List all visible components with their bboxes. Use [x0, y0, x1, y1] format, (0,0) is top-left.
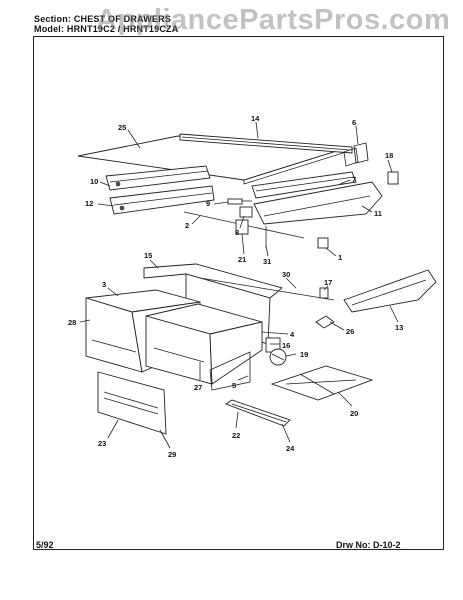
callout-12: 12 — [85, 199, 93, 208]
callout-27: 27 — [194, 383, 202, 392]
diagram-frame — [33, 36, 444, 550]
callout-21: 21 — [238, 255, 246, 264]
retainer-clip — [387, 171, 399, 185]
callout-1: 1 — [338, 253, 342, 262]
drawer-handle — [225, 399, 291, 427]
cam-guide — [315, 315, 335, 329]
right-side-support — [253, 181, 383, 225]
revision-date: 5/92 — [36, 540, 54, 550]
callout-numbers: 25 14 6 18 10 12 7 11 9 8 2 21 31 1 15 3… — [68, 114, 403, 459]
callout-8: 8 — [235, 228, 239, 237]
callout-24: 24 — [286, 444, 295, 453]
model-value: HRNT19C2 / HRNT19CZA — [66, 24, 179, 34]
section-heading: Section: CHEST OF DRAWERS — [34, 14, 171, 24]
drawer-clip — [319, 287, 329, 299]
callout-17: 17 — [324, 278, 332, 287]
callout-22: 22 — [232, 431, 240, 440]
drawer-front-panel — [97, 371, 167, 435]
mounting-bracket — [317, 237, 329, 249]
round-cap — [269, 348, 287, 366]
callout-28: 28 — [68, 318, 76, 327]
callout-16: 16 — [282, 341, 290, 350]
callout-3: 3 — [102, 280, 106, 289]
callout-2: 2 — [185, 221, 189, 230]
drawer-pan — [209, 351, 251, 391]
leader-lines — [79, 121, 399, 449]
callout-5: 5 — [232, 381, 236, 390]
callout-25: 25 — [118, 123, 126, 132]
callout-10: 10 — [90, 177, 98, 186]
model-heading: Model: HRNT19C2 / HRNT19CZA — [34, 24, 178, 34]
crisper-cover — [270, 365, 374, 401]
corner-bracket — [343, 142, 369, 167]
right-slide-rail — [251, 171, 357, 199]
section-value: CHEST OF DRAWERS — [73, 14, 172, 24]
callout-19: 19 — [300, 350, 308, 359]
callout-11: 11 — [374, 209, 382, 218]
callout-29: 29 — [168, 450, 176, 459]
cross-rod — [199, 277, 335, 301]
screw — [227, 198, 252, 205]
callout-26: 26 — [346, 327, 354, 336]
callout-30: 30 — [282, 270, 290, 279]
drawer-bracket — [239, 206, 253, 218]
section-label: Section: — [34, 14, 72, 24]
callout-18: 18 — [385, 151, 393, 160]
callout-31: 31 — [263, 257, 271, 266]
callout-14: 14 — [251, 114, 260, 123]
left-slide-rail-lower — [109, 185, 215, 215]
callout-15: 15 — [144, 251, 152, 260]
lower-right-rail — [343, 269, 437, 313]
callout-6: 6 — [352, 118, 356, 127]
left-slide-rail-upper — [105, 165, 211, 191]
drawing-number: Drw No: D-10-2 — [336, 540, 401, 550]
watermark: AppliancePartsPros.com — [96, 4, 451, 36]
model-label: Model: — [34, 24, 65, 34]
callout-13: 13 — [395, 323, 403, 332]
callout-4: 4 — [290, 330, 295, 339]
top-rail — [179, 133, 353, 154]
callout-9: 9 — [206, 199, 210, 208]
callout-7: 7 — [352, 175, 356, 184]
right-crisper-drawer — [145, 303, 263, 385]
callout-23: 23 — [98, 439, 106, 448]
callout-20: 20 — [350, 409, 358, 418]
